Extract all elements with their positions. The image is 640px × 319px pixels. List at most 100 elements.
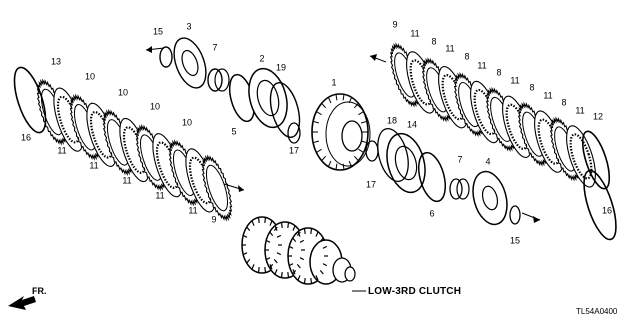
assembly-tooth xyxy=(269,264,274,269)
callout-4: 4 xyxy=(485,156,491,167)
drum-spline xyxy=(312,140,320,144)
o-ring-18 xyxy=(377,128,409,182)
assembly-tooth xyxy=(303,278,306,284)
drum-spline xyxy=(316,111,322,116)
piston-14-inner xyxy=(394,145,418,181)
callout-11-l4: 11 xyxy=(155,190,165,201)
callout-7-top: 7 xyxy=(212,42,218,53)
drum-spline xyxy=(316,148,322,153)
drum-spline xyxy=(312,120,320,124)
assembly-tooth xyxy=(310,278,313,284)
callout-8-r3: 8 xyxy=(496,67,502,78)
clutch-drum-1 xyxy=(311,93,371,171)
callout-12: 12 xyxy=(592,111,604,122)
left-plate-11 xyxy=(201,154,233,222)
assembly-tooth xyxy=(265,239,271,243)
callout-11-r6: 11 xyxy=(575,105,585,116)
arrow-top xyxy=(145,46,165,53)
assembly-tooth xyxy=(274,225,278,231)
callout-15-right: 15 xyxy=(509,235,521,246)
o-ring-17-left xyxy=(287,122,301,144)
assembly-tooth xyxy=(292,225,296,231)
assembly-tooth xyxy=(264,217,267,223)
drum-spline xyxy=(360,120,368,124)
drum-spline xyxy=(348,160,353,167)
o-ring-17-right xyxy=(365,140,379,162)
o-ring-6 xyxy=(417,151,447,203)
front-arrow-icon xyxy=(8,296,36,310)
arrow-bottom-right xyxy=(521,212,541,223)
callout-13: 13 xyxy=(50,56,62,67)
callout-8-r5: 8 xyxy=(561,97,567,108)
assembly-tooth xyxy=(280,222,283,228)
o-ring-19 xyxy=(269,82,301,138)
callout-9-left: 9 xyxy=(211,214,217,225)
snap-ring-16-right xyxy=(583,169,617,241)
assembly-tooth xyxy=(287,272,290,278)
assembly-tooth xyxy=(276,234,282,238)
snap-ring-15-right xyxy=(509,205,521,225)
o-ring-7-right xyxy=(449,178,463,200)
left-clutch-pack xyxy=(36,78,233,222)
callout-11-l2: 11 xyxy=(89,160,99,171)
assembly-tooth xyxy=(265,257,271,261)
assembly-tooth xyxy=(310,228,313,234)
assembly-tooth xyxy=(287,222,290,228)
assembly-caption: LOW-3RD CLUTCH xyxy=(368,286,462,297)
callout-10-l1: 10 xyxy=(84,71,96,82)
assembly-tooth xyxy=(322,245,328,249)
callout-5: 5 xyxy=(231,126,237,137)
diagram-code: TL54A0400 xyxy=(576,307,618,316)
assembly-tooth xyxy=(251,220,255,226)
callout-16-right: 16 xyxy=(601,205,613,216)
front-label: FR. xyxy=(32,286,47,296)
drum-spline xyxy=(335,94,338,101)
assembly-tooth xyxy=(246,259,251,264)
assembly-tooth xyxy=(269,231,274,236)
callout-2: 2 xyxy=(259,53,265,64)
drum-spline xyxy=(348,97,353,104)
assembly-tooth xyxy=(251,264,255,270)
assembly-tooth xyxy=(322,263,328,267)
assembly-tooth xyxy=(257,267,260,273)
arrow-right-pack xyxy=(369,54,387,63)
drum-spline xyxy=(358,148,364,153)
callout-10-l4: 10 xyxy=(181,117,193,128)
drum-spline xyxy=(321,155,326,162)
callout-1: 1 xyxy=(331,77,337,88)
callout-10-l2: 10 xyxy=(117,87,129,98)
drum-spline xyxy=(335,163,338,170)
assembly-tooth xyxy=(280,272,283,278)
snap-ring-16-left xyxy=(13,66,47,134)
assembly-tooth xyxy=(242,252,248,256)
assembly-tooth xyxy=(297,275,301,281)
callout-7-right: 7 xyxy=(457,154,463,165)
drum-spline xyxy=(354,155,359,162)
callout-8-r4: 8 xyxy=(529,82,535,93)
piston-4-inner xyxy=(481,185,499,211)
callout-3: 3 xyxy=(186,21,192,32)
assembly-tooth xyxy=(264,267,267,273)
callout-11-l1: 11 xyxy=(57,145,67,156)
callout-11-l3: 11 xyxy=(122,175,132,186)
end-plate-12 xyxy=(581,130,611,190)
drum-spline xyxy=(327,97,332,104)
callout-14: 14 xyxy=(406,119,418,130)
callout-6: 6 xyxy=(429,208,435,219)
callout-17-right: 17 xyxy=(365,179,377,190)
o-ring-7-top-b xyxy=(214,68,230,92)
callout-11-l5: 11 xyxy=(188,205,198,216)
assembly-tooth xyxy=(257,217,260,223)
callout-9-right: 9 xyxy=(392,19,398,30)
assembly-tooth xyxy=(299,257,305,261)
assembly-tooth xyxy=(292,270,297,275)
callout-8-r1: 8 xyxy=(431,36,437,47)
assembly-tooth xyxy=(274,269,278,275)
drum-spline xyxy=(360,140,368,144)
drum-spline xyxy=(321,102,326,109)
drum-spline xyxy=(327,160,332,167)
callout-11-r4: 11 xyxy=(510,75,520,86)
assembly-tooth xyxy=(299,239,305,243)
right-clutch-pack xyxy=(389,42,596,188)
